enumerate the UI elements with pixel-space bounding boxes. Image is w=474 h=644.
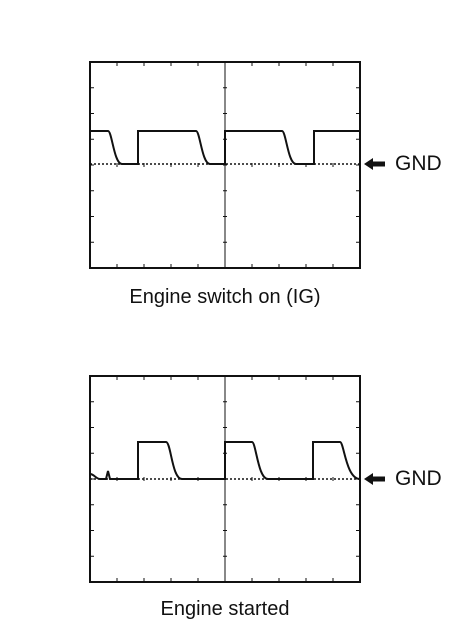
arrow-left-icon [364, 473, 385, 485]
signal-waveform [90, 130, 360, 165]
signal-waveform [89, 441, 361, 480]
gnd-label: GND [395, 152, 442, 175]
arrow-left-icon [364, 158, 385, 170]
scope-panel-ignition-on [89, 61, 385, 269]
scope-ticks [90, 376, 360, 582]
scope-caption: Engine switch on (IG) [129, 286, 321, 308]
gnd-label: GND [395, 467, 442, 490]
scope-panel-engine-started [89, 375, 385, 583]
scope-caption: Engine started [160, 598, 290, 620]
